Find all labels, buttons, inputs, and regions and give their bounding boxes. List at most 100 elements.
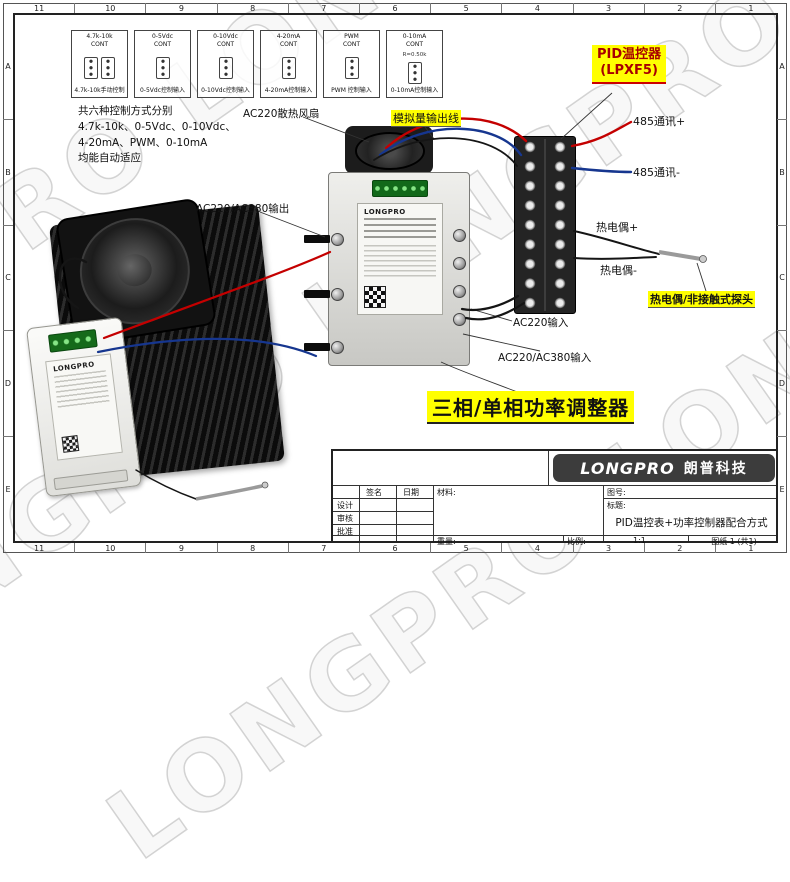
zone-label: 11: [4, 3, 76, 13]
zone-label: 2: [645, 3, 716, 13]
zone-label: 9: [146, 543, 218, 553]
leader-pid: [560, 92, 613, 140]
screw-terminal: [453, 313, 466, 326]
scale-value: 1:1: [633, 536, 646, 545]
control-box-caption: 0-5Vdc控制输入: [139, 87, 185, 95]
sticker-text-lines: [54, 370, 110, 409]
pid-label-line2: (LPXF5): [600, 63, 658, 79]
sticker-barcode: [364, 218, 436, 242]
device-fan-top: [345, 126, 433, 174]
thermocouple-minus-label: 热电偶-: [600, 264, 637, 277]
zone-label: 7: [289, 543, 360, 553]
zone-label: 10: [75, 543, 147, 553]
screw-terminal: [331, 341, 344, 354]
wire-blue-485m: [570, 166, 633, 174]
control-box-0-10ma: 0-10mA CONT R=0.50k 0-10mA控制输入: [386, 30, 443, 98]
control-box-manual: 4.7k-10k CONT 4.7k-10k手动控制: [71, 30, 128, 98]
zone-label: 5: [431, 3, 503, 13]
rs485-minus-label: 485通讯-: [633, 166, 680, 179]
ssr-label-sticker: LONGPRO: [45, 353, 123, 461]
pin-header-icon: [84, 57, 98, 80]
zone-label: 7: [289, 3, 360, 13]
scale-label: 比例:: [567, 537, 586, 546]
sheet-info: 图纸 1 (共1): [711, 537, 757, 546]
control-box-0-10v: 0-10Vdc CONT 0-10Vdc控制输入: [197, 30, 254, 98]
control-box-title: 0-5Vdc CONT: [151, 33, 173, 48]
heatsink-assembly-illustration: LONGPRO: [25, 197, 318, 528]
control-box-caption: 4.7k-10k手动控制: [74, 87, 125, 95]
grid-line: [603, 485, 604, 541]
screw-terminal: [453, 285, 466, 298]
control-methods-summary: 共六种控制方式分别 4.7k-10k、0-5Vdc、0-10Vdc、 4-20m…: [78, 105, 236, 165]
power-regulator-illustration: LONGPRO: [304, 126, 470, 366]
control-box-note: R=0.50k: [402, 52, 427, 59]
control-box-title: 4-20mA CONT: [276, 33, 301, 48]
control-method-boxes: 4.7k-10k CONT 4.7k-10k手动控制 0-5Vdc CONT 0…: [71, 30, 443, 98]
probe-tip: [699, 255, 707, 263]
material-label: 材料:: [437, 488, 456, 497]
ssr-mounting-foot: [53, 469, 129, 491]
pin-header-icon: [344, 57, 359, 80]
grid-line: [359, 485, 360, 541]
ac380-input-label: AC220/AC380输入: [498, 352, 592, 364]
screw-terminal: [453, 257, 466, 270]
zone-label: 1: [748, 543, 754, 553]
thermocouple-probe-rod: [658, 250, 702, 261]
design-label: 设计: [337, 501, 353, 510]
power-regulator-label: 三相/单相功率调整器: [427, 391, 635, 424]
zone-label: 4: [502, 543, 574, 553]
approve-label: 批准: [337, 527, 353, 536]
control-box-title: 0-10Vdc CONT: [213, 33, 238, 48]
control-box-pwm: PWM CONT PWM 控制输入: [323, 30, 380, 98]
zone-label: 1: [748, 3, 754, 13]
potentiometer-icon: [101, 57, 115, 80]
screw-terminal: [331, 233, 344, 246]
power-lug: [304, 290, 330, 298]
pin-header-icon: [218, 57, 233, 80]
zone-label: E: [779, 485, 785, 495]
leader-ac380-in: [462, 333, 541, 352]
leader-regulator: [440, 361, 521, 394]
drawing-title: PID温控表+功率控制器配合方式: [615, 517, 768, 529]
analog-out-label: 模拟量输出线: [391, 110, 461, 127]
grid-line: [333, 485, 776, 486]
zone-label: 3: [574, 3, 645, 13]
brand-text: LONGPRO: [364, 208, 406, 216]
zone-label: D: [777, 331, 787, 438]
pid-controller-label: PID温控器 (LPXF5): [592, 45, 667, 84]
zone-label: C: [777, 226, 787, 332]
wire-thermocouple-minus: [573, 256, 657, 260]
zone-label: A: [3, 14, 13, 120]
control-box-caption: PWM 控制输入: [331, 87, 372, 95]
connector-icons: [84, 57, 115, 80]
grid-line: [333, 498, 433, 499]
grid-line: [688, 535, 689, 541]
grid-letters-right: A B C D E: [777, 14, 787, 542]
zone-label: D: [3, 331, 13, 438]
control-box-title: 0-10mA CONT: [402, 33, 427, 48]
zone-label: 3: [574, 543, 645, 553]
zone-label: 11: [4, 543, 76, 553]
zone-label: 10: [75, 3, 147, 13]
pin-header-icon: [281, 57, 296, 80]
ac220-input-label: AC220输入: [513, 317, 569, 329]
control-box-title: 4.7k-10k CONT: [86, 33, 113, 48]
qr-code: [61, 435, 80, 453]
zone-label: E: [5, 485, 11, 495]
grid-line: [548, 451, 549, 485]
zone-label: 6: [360, 543, 432, 553]
rs485-plus-label: 485通讯+: [633, 115, 686, 128]
weight-label: 重量:: [437, 537, 456, 546]
power-lug: [304, 343, 330, 351]
zone-label: 8: [218, 543, 289, 553]
grid-line: [333, 524, 433, 525]
probe-label: 热电偶/非接触式探头: [648, 291, 756, 308]
engineering-drawing: { "colors": { "highlight": "#ffff00", "p…: [0, 0, 790, 556]
pid-label-line1: PID温控器: [597, 47, 662, 62]
drawing-no-label: 图号:: [607, 488, 626, 497]
power-lug: [304, 235, 330, 243]
grid-line: [396, 485, 397, 541]
zone-label: A: [777, 14, 787, 120]
screw-terminal: [331, 288, 344, 301]
zone-label: B: [777, 120, 787, 226]
